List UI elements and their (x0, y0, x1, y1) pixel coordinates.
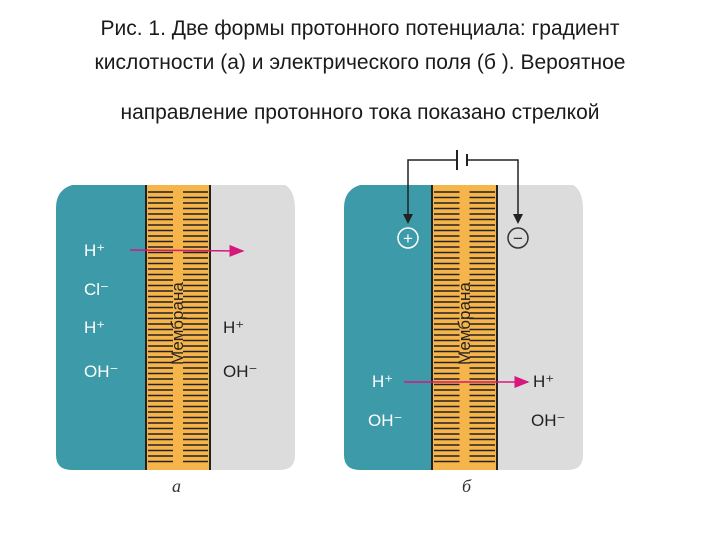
panel-a-membrane-label: Мембрана (168, 282, 187, 365)
panel-a: Мембрана H⁺ Cl⁻ H⁺ OH⁻ H⁺ OH⁻ а (56, 185, 295, 496)
panel-b-left-ion-2: OH⁻ (368, 411, 402, 430)
panel-a-left-ion-3: H⁺ (84, 318, 105, 337)
panel-a-letter: а (172, 476, 181, 496)
caption-line-3: направление протонного тока показано стр… (120, 101, 600, 124)
panel-b-left-ion-1: H⁺ (372, 372, 393, 391)
caption-line-2: кислотности (а) и электрического поля (б… (94, 51, 626, 74)
panel-b: Мембрана + − H⁺ OH⁻ H⁺ OH⁻ б (344, 150, 583, 496)
minus-sign: − (513, 229, 523, 248)
negative-electrode-icon: − (507, 227, 529, 249)
panel-b-right-ion-2: OH⁻ (531, 411, 565, 430)
panel-a-left-compartment (56, 185, 146, 470)
panel-b-right-ion-1: H⁺ (533, 372, 554, 391)
panel-b-right-compartment (497, 185, 583, 470)
panel-a-right-ion-1: H⁺ (223, 318, 244, 337)
panel-b-letter: б (462, 476, 472, 496)
panel-a-left-ion-2: Cl⁻ (84, 280, 109, 299)
caption-line-1: Рис. 1. Две формы протонного потенциала:… (100, 17, 620, 40)
circuit-wire-right (467, 159, 519, 222)
panel-a-left-ion-4: OH⁻ (84, 362, 118, 381)
panel-b-membrane-label: Мембрана (455, 282, 474, 365)
panel-b-left-compartment (344, 185, 432, 470)
circuit-wire (407, 159, 457, 222)
panel-a-left-ion-1: H⁺ (84, 241, 105, 260)
positive-electrode-icon: + (397, 227, 419, 249)
panel-a-proton-arrow (129, 244, 245, 257)
panel-a-right-ion-2: OH⁻ (223, 362, 257, 381)
plus-sign: + (403, 229, 413, 248)
figure-caption: Рис. 1. Две формы протонного потенциала:… (0, 12, 720, 130)
panel-a-membrane-lipid-ticks (148, 191, 208, 463)
panel-b-membrane-lipid-ticks (434, 191, 495, 463)
battery-circuit (403, 150, 523, 224)
